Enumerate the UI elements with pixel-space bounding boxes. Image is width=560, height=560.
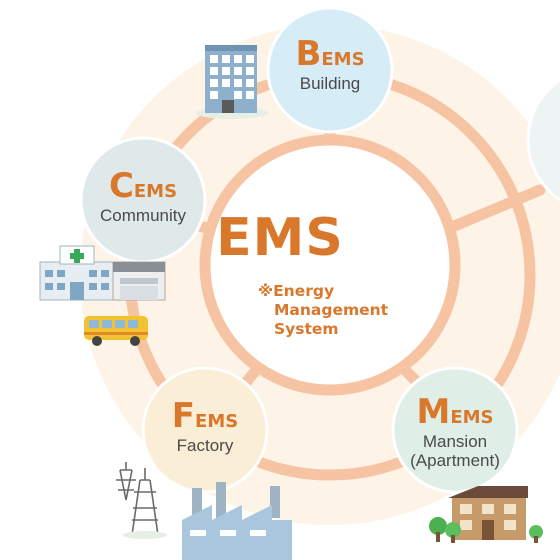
- bems-label: Building: [299, 74, 361, 93]
- mems-label-secondary: (Apartment): [410, 451, 500, 470]
- spoke-right: [439, 184, 546, 236]
- apartment-house-icon: [448, 486, 528, 540]
- cems-cap-letter: C: [108, 166, 134, 206]
- power-tower-icon: [116, 462, 167, 539]
- cems-node: CEMS Community: [23, 166, 263, 225]
- bems-suffix: EMS: [321, 49, 365, 70]
- core-ring: [199, 134, 461, 396]
- tree-icon: [429, 517, 543, 543]
- fems-title: FEMS: [85, 396, 325, 436]
- center-subtitle: ※Energy Management System: [258, 282, 428, 339]
- offscreen-node: [526, 78, 560, 202]
- hospital-icon: [39, 245, 115, 301]
- fems-label: Factory: [176, 436, 234, 455]
- bems-cap-letter: B: [295, 34, 322, 74]
- bems-title: BEMS: [210, 34, 450, 74]
- mems-node: MEMS Mansion (Apartment): [335, 392, 560, 470]
- bems-circle: [266, 6, 394, 134]
- center-subtitle-line-2: Management: [274, 301, 389, 319]
- fems-suffix: EMS: [195, 411, 239, 432]
- factory-icon: [182, 482, 292, 560]
- center-subtitle-line-1: ※Energy: [258, 282, 335, 300]
- fems-cap-letter: F: [171, 396, 196, 436]
- cems-label: Community: [100, 206, 186, 225]
- cems-suffix: EMS: [133, 181, 178, 202]
- mems-suffix: EMS: [450, 407, 494, 428]
- bems-node: BEMS Building: [210, 34, 450, 93]
- cems-title: CEMS: [23, 166, 263, 206]
- mems-circle: [391, 366, 519, 494]
- mems-title: MEMS: [335, 392, 560, 432]
- fems-node: FEMS Factory: [85, 396, 325, 455]
- center-title: EMS: [216, 208, 344, 268]
- mems-cap-letter: M: [416, 392, 451, 432]
- fems-circle: [141, 366, 269, 494]
- center-subtitle-line-3: System: [274, 320, 339, 338]
- bus-icon: [84, 316, 148, 346]
- office-building-icon: [196, 45, 268, 119]
- store-icon: [112, 261, 166, 301]
- mems-label: Mansion: [422, 432, 488, 451]
